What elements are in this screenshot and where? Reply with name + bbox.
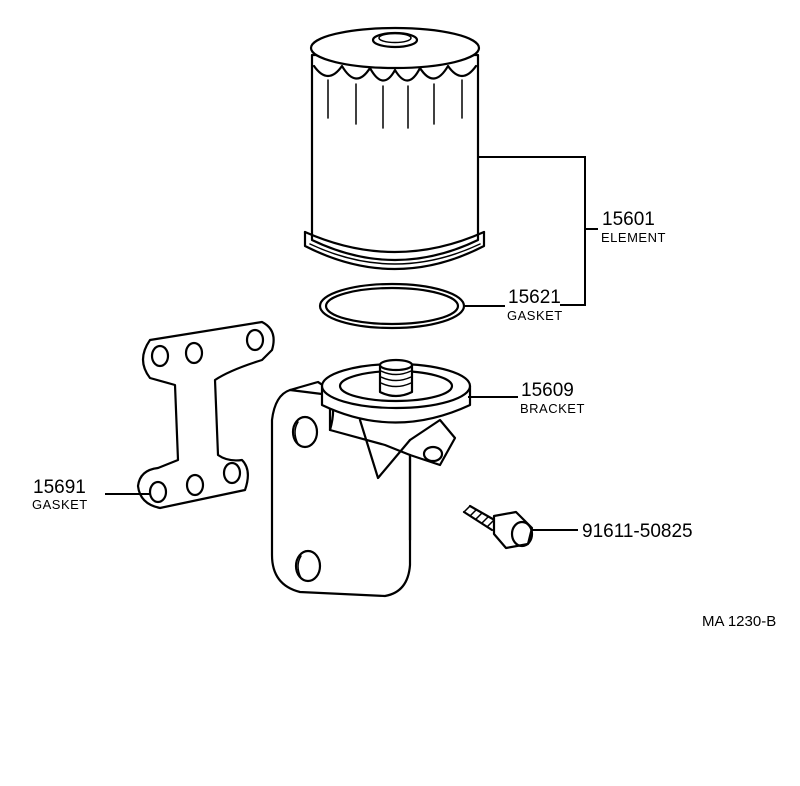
label-bolt: 91611-50825 bbox=[582, 521, 693, 542]
label-bolt-number: 91611-50825 bbox=[582, 521, 693, 542]
label-gasket-plate-name: GASKET bbox=[32, 497, 88, 512]
label-element-name: ELEMENT bbox=[601, 230, 666, 245]
label-element-number: 15601 bbox=[602, 209, 655, 230]
bolt bbox=[462, 504, 534, 550]
label-gasket-plate-number: 15691 bbox=[33, 477, 86, 498]
label-bracket-number: 15609 bbox=[521, 380, 574, 401]
label-gasket-ring-number: 15621 bbox=[508, 287, 561, 308]
gasket-ring bbox=[318, 282, 466, 330]
label-element: 15601 ELEMENT bbox=[601, 209, 666, 245]
gasket-plate bbox=[136, 320, 275, 510]
leader-lines bbox=[105, 156, 598, 531]
label-gasket-ring-name: GASKET bbox=[507, 308, 563, 323]
label-gasket-plate: 15691 GASKET bbox=[32, 477, 88, 512]
oil-filter-bracket bbox=[270, 358, 472, 598]
oil-filter-element bbox=[303, 26, 486, 271]
label-gasket-ring: 15621 GASKET bbox=[507, 287, 563, 323]
label-bracket: 15609 BRACKET bbox=[520, 380, 585, 416]
illustration-code: MA 1230-B bbox=[702, 613, 776, 630]
label-bracket-name: BRACKET bbox=[520, 401, 585, 416]
